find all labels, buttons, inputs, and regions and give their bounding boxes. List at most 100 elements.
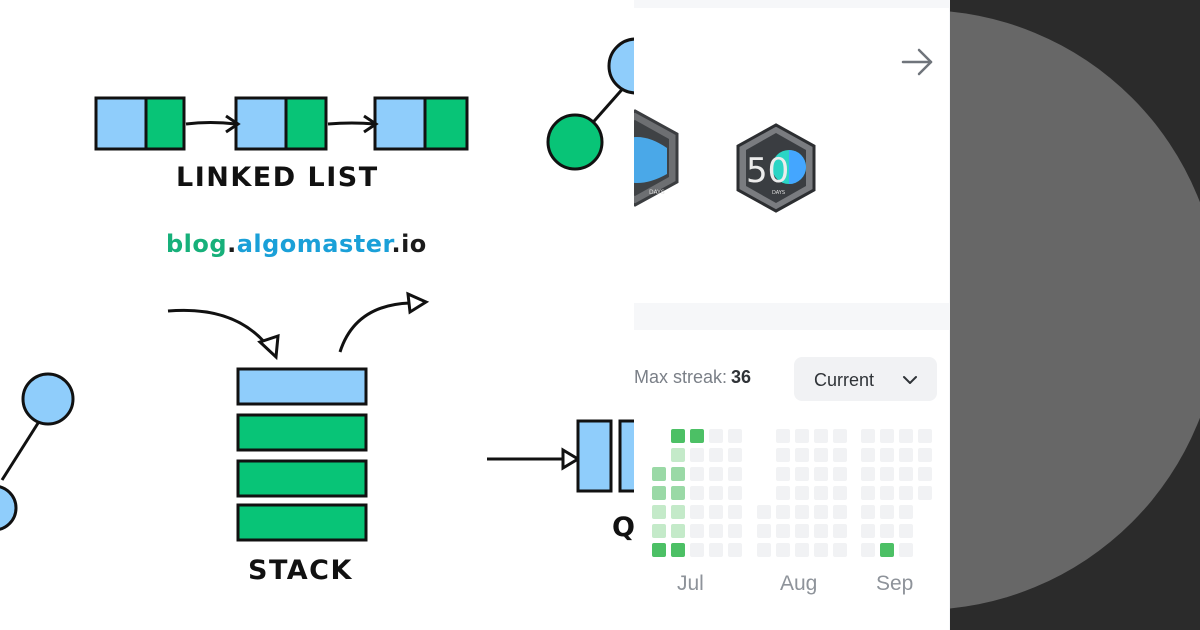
stack-pop-arrow (338, 301, 411, 353)
heatmap-cell (757, 543, 771, 557)
heatmap-cell (899, 524, 913, 538)
brand-url: blog.algomaster.io (166, 230, 427, 258)
heatmap-cell (795, 467, 809, 481)
stack-top-item (236, 367, 368, 406)
heatmap-cell (728, 467, 742, 481)
heatmap-cell (690, 467, 704, 481)
data-structures-illustration: LINKED LIST blog.algomaster.io STACK Q (0, 37, 634, 586)
heatmap-cell (918, 429, 932, 443)
queue-caption: Q (612, 512, 634, 543)
heatmap-cell (776, 429, 790, 443)
linked-list-node-2-value (234, 96, 288, 151)
arrow-right-icon[interactable] (900, 44, 936, 80)
brand-dot: . (227, 230, 237, 258)
heatmap-cell (861, 505, 875, 519)
heatmap-cell (690, 486, 704, 500)
max-streak-label: Max streak: (634, 367, 728, 387)
heatmap-cell (833, 467, 847, 481)
queue-diagram (487, 419, 634, 493)
heatmap-cell (795, 448, 809, 462)
stack-caption: STACK (248, 555, 353, 586)
heatmap-cell (833, 429, 847, 443)
heatmap-cell (709, 543, 723, 557)
heatmap-cell (671, 505, 685, 519)
heatmap-cell (757, 505, 771, 519)
brand-part-blog: blog (166, 230, 228, 258)
heatmap-cell (918, 448, 932, 462)
month-label-jul: Jul (677, 572, 704, 595)
heatmap-cell (776, 467, 790, 481)
heatmap-cell (776, 486, 790, 500)
linked-list-node-1-pointer (144, 96, 186, 151)
heatmap-cell (795, 429, 809, 443)
heatmap-cell (690, 543, 704, 557)
linked-list-arrow-1 (185, 121, 237, 126)
heatmap-cell (776, 524, 790, 538)
heatmap-cell (728, 429, 742, 443)
heatmap-cell (776, 543, 790, 557)
heatmap-cell (880, 429, 894, 443)
heatmap-cell (918, 486, 932, 500)
heatmap-cell (652, 486, 666, 500)
streak-badge-50-days[interactable]: 50 DAYS (734, 122, 818, 214)
linked-list-node-3-pointer (423, 96, 469, 151)
heatmap-cell (671, 467, 685, 481)
heatmap-cell (814, 467, 828, 481)
heatmap-cell (833, 505, 847, 519)
heatmap-cell (652, 524, 666, 538)
badge-number: 50 (746, 151, 789, 191)
heatmap-cell (728, 448, 742, 462)
heatmap-cell (709, 448, 723, 462)
heatmap-cell (814, 543, 828, 557)
heatmap-cell (795, 524, 809, 538)
max-streak: Max streak:36 (634, 367, 751, 388)
heatmap-cell (880, 505, 894, 519)
heatmap-cell (671, 429, 685, 443)
heatmap-cell (795, 543, 809, 557)
linked-list-node-2-pointer (284, 96, 328, 151)
heatmap-cell (709, 467, 723, 481)
heatmap-cell (728, 505, 742, 519)
heatmap-cell (709, 486, 723, 500)
streak-badge-partial[interactable]: DAYS (634, 108, 681, 208)
heatmap-cell (880, 448, 894, 462)
stack-item (236, 503, 368, 542)
heatmap-cell (861, 486, 875, 500)
heatmap-cell (795, 486, 809, 500)
heatmap-cell (728, 543, 742, 557)
stack-push-arrow (167, 308, 274, 353)
month-label-sep: Sep (876, 572, 914, 595)
heatmap-cell (690, 429, 704, 443)
heatmap-cell (652, 505, 666, 519)
heatmap-cell (671, 543, 685, 557)
heatmap-cell (795, 505, 809, 519)
heatmap-cell (776, 448, 790, 462)
heatmap-cell (899, 505, 913, 519)
heatmap-cell (776, 505, 790, 519)
month-label-aug: Aug (780, 572, 818, 595)
heatmap-cell (880, 543, 894, 557)
period-select[interactable]: Current (794, 357, 937, 401)
heatmap-cell (814, 448, 828, 462)
brand-part-algomaster: algomaster (236, 230, 392, 258)
heatmap-cell (833, 524, 847, 538)
heatmap-cell (899, 486, 913, 500)
heatmap-cell (833, 543, 847, 557)
tree-diagram-top (546, 37, 634, 171)
stack-item (236, 459, 368, 498)
heatmap-cell (861, 543, 875, 557)
heatmap-cell (880, 467, 894, 481)
stack-diagram (167, 291, 430, 542)
heatmap-cell (899, 429, 913, 443)
heatmap-cell (861, 467, 875, 481)
period-select-value: Current (814, 370, 875, 390)
heatmap-cell (899, 543, 913, 557)
heatmap-cell (671, 486, 685, 500)
heatmap-cell (690, 505, 704, 519)
svg-text:DAYS: DAYS (649, 189, 665, 196)
brand-part-io: io (401, 230, 427, 258)
brand-dot: . (391, 230, 402, 258)
heatmap-cell (861, 524, 875, 538)
heatmap-cell (728, 524, 742, 538)
heatmap-cell (814, 524, 828, 538)
